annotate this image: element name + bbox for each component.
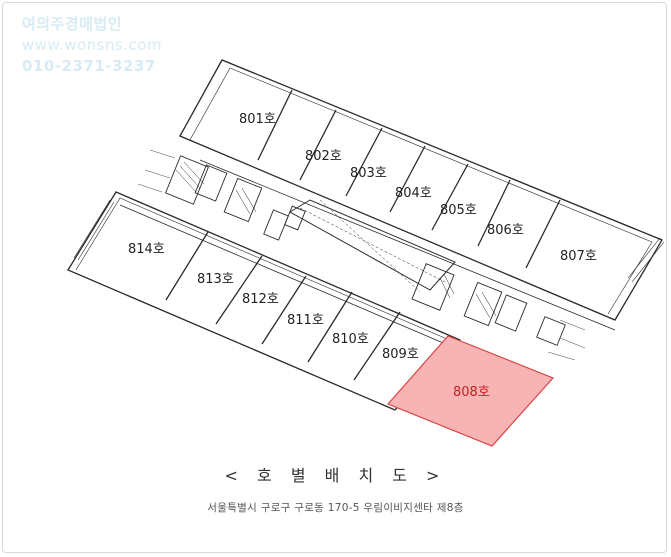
diagram-caption: < 호 별 배 치 도 > [224,466,447,485]
unit-label-813: 813호 [197,272,234,287]
unit-808-highlight[interactable] [386,335,555,447]
core-right [411,263,566,346]
unit-label-811: 811호 [287,313,324,328]
building-address: 서울특별시 구로구 구로동 170-5 우림이비지센타 제8층 [207,502,464,514]
unit-label-804: 804호 [395,186,432,201]
unit-label-810: 810호 [332,332,369,347]
watermark-phone: 010-2371-3237 [22,57,156,75]
unit-label-808: 808호 [453,385,490,400]
unit-label-809: 809호 [382,347,419,362]
unit-label-807: 807호 [560,249,597,264]
watermark-website: www.wonsns.com [22,36,163,54]
dimension-marks [137,149,586,361]
central-atrium [289,199,456,293]
unit-label-806: 806호 [487,223,524,238]
unit-label-803: 803호 [350,166,387,181]
unit-label-812: 812호 [242,292,279,307]
unit-label-802: 802호 [305,149,342,164]
window-strips [73,199,665,283]
upper-wing [179,59,663,331]
unit-label-814: 814호 [128,242,165,257]
watermark-company: 여의주경매법인 [22,15,123,33]
unit-label-805: 805호 [440,203,477,218]
unit-label-801: 801호 [239,112,276,127]
core-left [165,155,306,241]
